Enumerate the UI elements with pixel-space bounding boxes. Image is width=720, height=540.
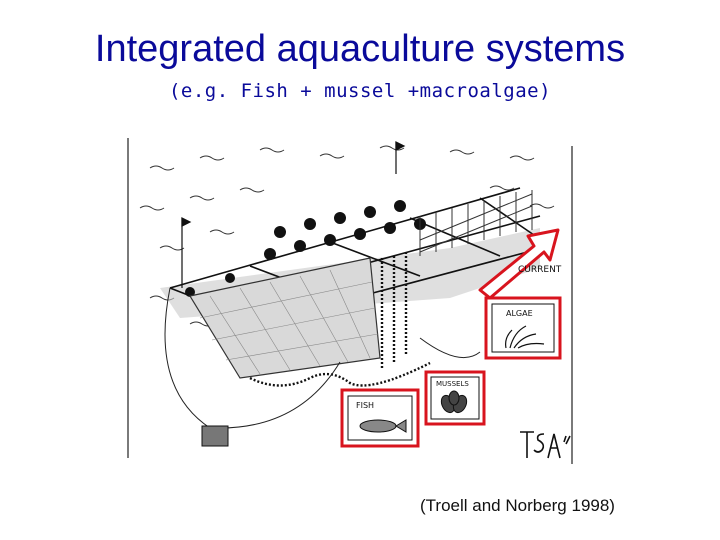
illustration-frame [127,138,573,464]
citation: (Troell and Norberg 1998) [420,496,615,515]
fish-cage-net [189,257,381,379]
algae-inset: ALGAE [484,296,562,360]
mussel-socks [249,252,431,387]
slide-subtitle: (e.g. Fish + mussel +macroalgae) [168,80,552,102]
anchor-lines [164,287,481,429]
current-arrow: CURRENT [478,228,562,300]
slide-title: Integrated aquaculture systems [94,28,626,70]
current-label: CURRENT [518,265,562,275]
mussels-inset: MUSSELS [424,370,486,426]
fish-inset: FISH [340,388,420,448]
aquaculture-illustration: CURRENT ALGAE MUSSELS FISH [127,138,573,464]
fish-label: FISH [356,401,374,410]
anchor-block [201,425,229,447]
buoys [185,200,426,297]
mussels-label: MUSSELS [436,380,469,388]
mussel-icon [440,390,468,414]
artist-signature [520,431,571,459]
marker-flags [181,141,406,288]
fish-icon [359,419,407,433]
fish-cage-mesh [199,269,379,375]
algae-icon [505,325,545,349]
algae-label: ALGAE [506,309,533,318]
culture-lines [419,190,533,256]
